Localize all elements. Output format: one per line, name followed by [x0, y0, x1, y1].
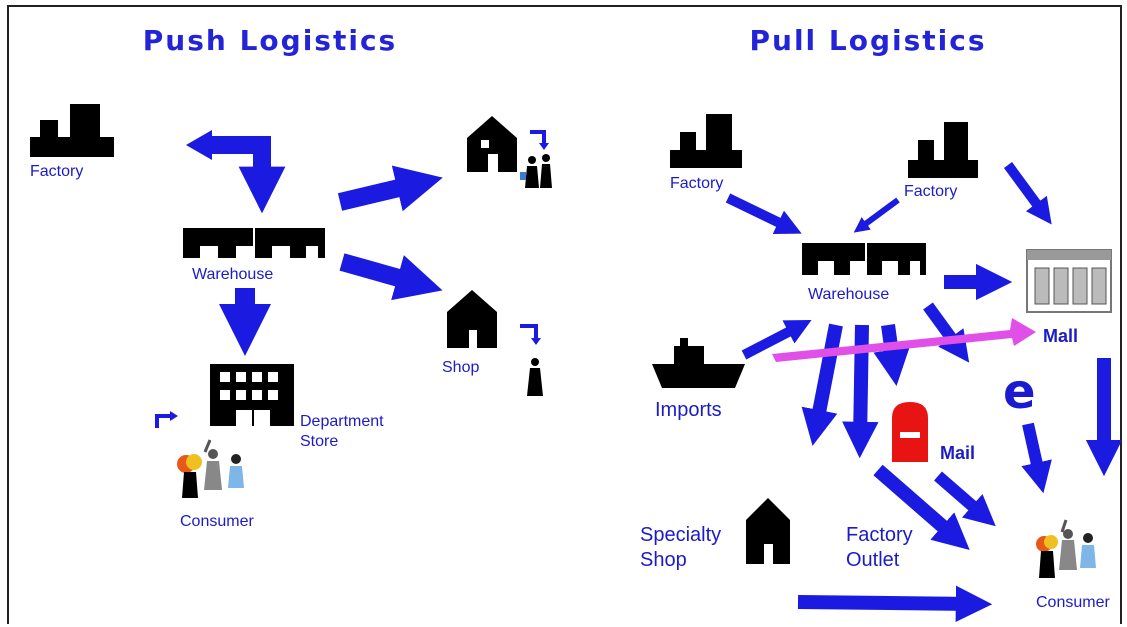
imports-label: Imports	[655, 399, 722, 421]
push-factory-label: Factory	[30, 163, 83, 180]
import-arrow	[772, 318, 1036, 362]
push-warehouse-label: Warehouse	[192, 266, 273, 283]
house-icon	[467, 116, 517, 172]
warehouse-icon	[183, 228, 325, 258]
arrow	[797, 585, 993, 622]
arrow	[873, 464, 970, 550]
arrow	[801, 323, 843, 446]
arrow	[934, 471, 996, 527]
arrow	[842, 324, 879, 459]
e-commerce-icon: e	[1003, 364, 1036, 420]
small-bent-arrow-icon	[155, 411, 178, 428]
department-store-label-line1: Department	[300, 413, 384, 430]
pull-title: Pull Logistics	[749, 24, 986, 57]
shoppers-icon	[520, 154, 552, 188]
pull-mall-label: Mall	[1043, 326, 1078, 346]
consumers-icon	[177, 439, 244, 498]
pull-consumer-label: Consumer	[1036, 594, 1110, 611]
specialty-shop-label-line1: Specialty	[640, 524, 721, 546]
specialty-shop-label-line2: Shop	[640, 549, 687, 571]
factory-outlet-label-line1: Factory	[846, 524, 913, 546]
person-icon	[527, 358, 543, 396]
factory-icon	[30, 104, 114, 157]
bent-arrow	[186, 130, 286, 214]
shop-icon	[447, 290, 497, 348]
push-consumer-label: Consumer	[180, 513, 254, 530]
arrow	[725, 193, 802, 235]
arrow	[337, 165, 443, 212]
arrow	[339, 253, 443, 301]
small-bent-arrow-icon	[530, 130, 549, 150]
warehouse-icon	[802, 243, 926, 275]
ship-icon	[652, 338, 745, 388]
factory-outlet-label-line2: Outlet	[846, 549, 900, 571]
push-shop-label: Shop	[442, 359, 479, 376]
consumers-icon	[1036, 519, 1096, 578]
pull-mail-label: Mail	[940, 443, 975, 463]
arrow	[1021, 422, 1052, 494]
pull-factory-right-label: Factory	[904, 183, 957, 200]
pull-warehouse-label: Warehouse	[808, 286, 889, 303]
arrow	[741, 320, 812, 360]
mall-icon	[1026, 249, 1112, 313]
push-title: Push Logistics	[143, 24, 397, 57]
diagram-frame	[7, 5, 1122, 624]
factory-icon	[670, 114, 742, 168]
arrow	[853, 197, 900, 233]
specialty-shop-icon	[746, 498, 790, 564]
factory-icon	[908, 122, 978, 178]
department-store-label-line2: Store	[300, 433, 338, 450]
department-store-icon	[210, 364, 294, 426]
mailbox-icon	[892, 402, 928, 462]
arrow	[1003, 162, 1052, 225]
pull-factory-left-label: Factory	[670, 175, 723, 192]
small-bent-arrow-icon	[520, 324, 541, 345]
